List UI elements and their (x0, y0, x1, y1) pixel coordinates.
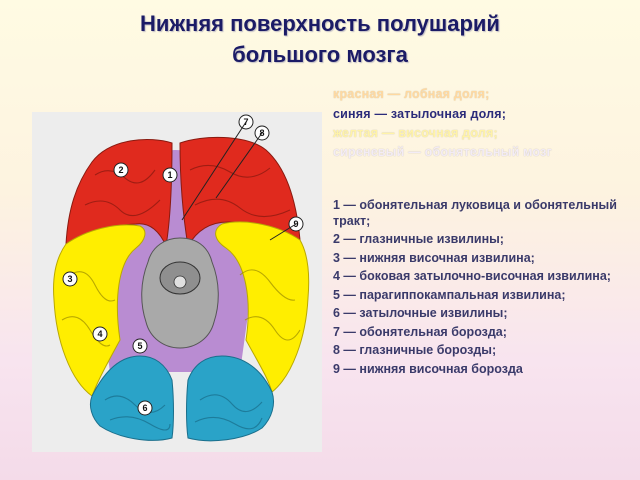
key-item-3: 3 — нижняя височная извилина; (333, 250, 535, 265)
key-item-1: 1 — обонятельная луковица и обонятельный… (333, 198, 617, 228)
key-item-5: 5 — парагиппокампальная извилина; (333, 287, 566, 302)
leader-line-9 (269, 223, 297, 241)
key-item-4: 4 — боковая затылочно-височная извилина; (333, 269, 611, 283)
marker-label-4: 4 (97, 329, 102, 339)
occipital-lobe-right (186, 355, 275, 442)
leader-line-8 (215, 132, 263, 199)
gyrus-curve (199, 394, 263, 413)
legend-line-2: синяя — затылочная доля; (333, 107, 507, 121)
leader-line-7 (181, 121, 247, 221)
marker-circle-6 (137, 400, 153, 416)
marker-label-6: 6 (142, 403, 147, 413)
key-item-8: 8 — глазничные борозды; (333, 343, 497, 357)
gyrus-curve (84, 199, 161, 217)
marker-circle-1 (162, 167, 178, 183)
marker-label-1: 1 (167, 170, 172, 180)
gyrus-curve (61, 316, 111, 347)
legend-line-1: красная — лобная доля; (333, 87, 490, 101)
legend-line-3: желтая — височная доля; (333, 126, 498, 140)
key-item-7: 7 — обонятельная борозда; (333, 324, 507, 339)
page-title-line-1: Нижняя поверхность полушарий (140, 11, 500, 36)
gyrus-curve (69, 271, 116, 302)
key-item-9: 9 — нижняя височная борозда (333, 361, 523, 376)
key-item-2: 2 — глазничные извилины; (333, 232, 504, 246)
marker-label-5: 5 (137, 341, 142, 351)
pons-spot (173, 275, 187, 289)
gyrus-curve (104, 395, 166, 414)
gyrus-curve (109, 416, 171, 431)
marker-circle-5 (132, 338, 148, 354)
marker-label-2: 2 (118, 165, 123, 175)
marker-circle-3 (62, 271, 78, 287)
key-item-6: 6 — затылочные извилины; (333, 306, 508, 320)
marker-label-3: 3 (67, 274, 72, 284)
temporal-lobe-right (215, 221, 310, 393)
gyrus-curve (189, 164, 271, 178)
gyrus-curve (239, 269, 296, 301)
gyrus-curve (244, 316, 301, 341)
gyrus-curve (194, 198, 291, 218)
marker-circle-4 (92, 326, 108, 342)
marker-circle-2 (113, 162, 129, 178)
gyrus-curve (94, 169, 156, 184)
page-title-line-2: большого мозга (232, 42, 408, 67)
structure-key-list: 1 — обонятельная луковица и обонятельный… (333, 198, 633, 380)
gyrus-curve (194, 416, 263, 430)
temporal-lobe-left (53, 224, 146, 397)
legend-line-4: сиреневый — обонятельный мозг (333, 145, 552, 159)
